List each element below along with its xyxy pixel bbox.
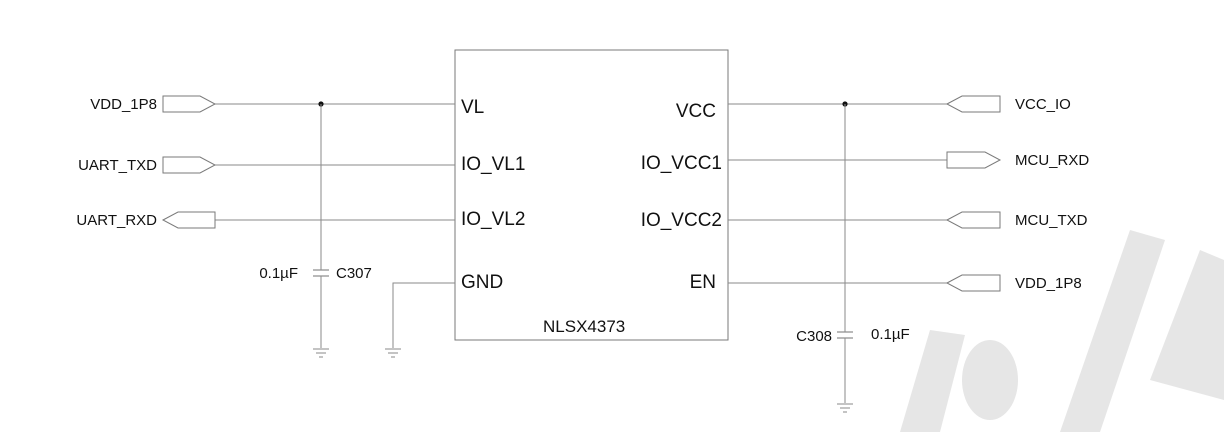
wire-gnd-pin — [392, 282, 455, 348]
port-mcu-txd — [945, 211, 1001, 229]
pin-label-gnd: GND — [461, 272, 503, 293]
label-port-vdd-1p8-right: VDD_1P8 — [1015, 275, 1082, 292]
port-uart-txd — [162, 156, 217, 174]
c308-value: 0.1µF — [871, 326, 910, 343]
port-vdd-1p8-left — [162, 95, 217, 113]
ground-symbol-c307 — [313, 348, 329, 358]
pin-label-en: EN — [690, 272, 716, 293]
ground-symbol-c308 — [837, 403, 853, 413]
port-vcc-io — [945, 95, 1001, 113]
c307-ref: C307 — [336, 265, 372, 282]
chip-name: NLSX4373 — [543, 317, 625, 336]
port-uart-rxd — [161, 211, 216, 229]
port-vdd-1p8-right — [945, 274, 1001, 292]
c308-ref: C308 — [796, 328, 832, 345]
c307-value: 0.1µF — [259, 265, 298, 282]
label-port-mcu-rxd: MCU_RXD — [1015, 152, 1089, 169]
label-port-uart-rxd: UART_RXD — [76, 212, 157, 229]
pin-label-io-vl1: IO_VL1 — [461, 154, 525, 175]
label-port-mcu-txd: MCU_TXD — [1015, 212, 1088, 229]
pin-label-vcc: VCC — [676, 101, 716, 122]
ground-symbol-gnd — [385, 348, 401, 358]
pin-label-io-vl2: IO_VL2 — [461, 209, 525, 230]
label-port-vcc-io: VCC_IO — [1015, 96, 1071, 113]
watermark — [900, 230, 1224, 432]
label-port-uart-txd: UART_TXD — [78, 157, 157, 174]
ic-body — [454, 49, 729, 341]
pin-label-io-vcc1: IO_VCC1 — [641, 153, 722, 174]
label-port-vdd-1p8-left: VDD_1P8 — [90, 96, 157, 113]
pin-label-io-vcc2: IO_VCC2 — [641, 210, 722, 231]
port-mcu-rxd — [946, 151, 1002, 169]
pin-label-vl: VL — [461, 97, 484, 118]
